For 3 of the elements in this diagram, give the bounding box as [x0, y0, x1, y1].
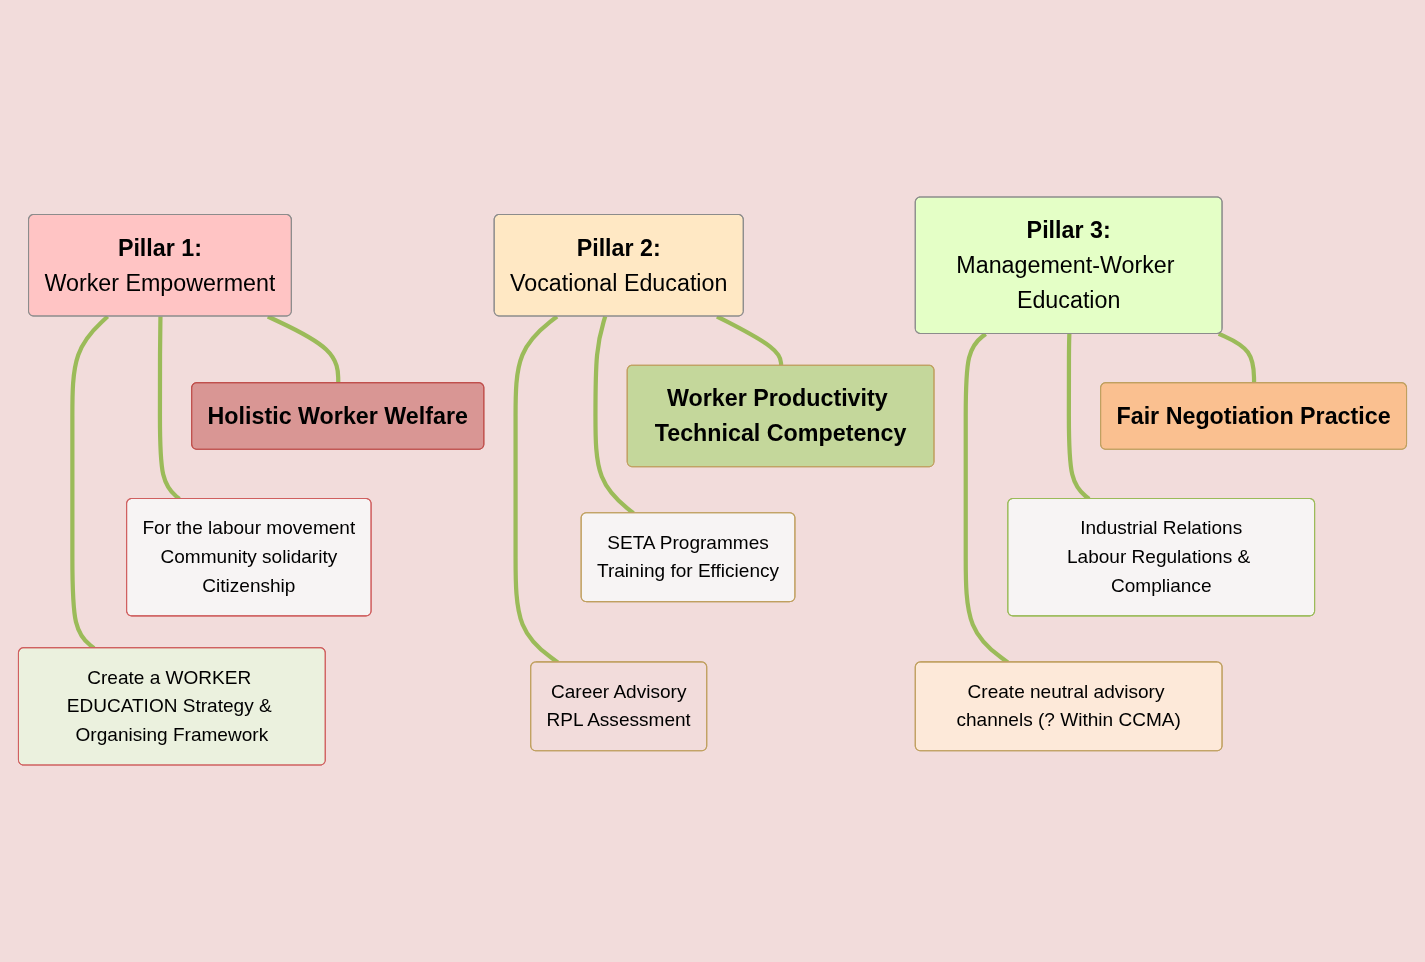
connector — [1217, 331, 1257, 384]
connector — [716, 314, 784, 366]
connector — [266, 314, 341, 384]
